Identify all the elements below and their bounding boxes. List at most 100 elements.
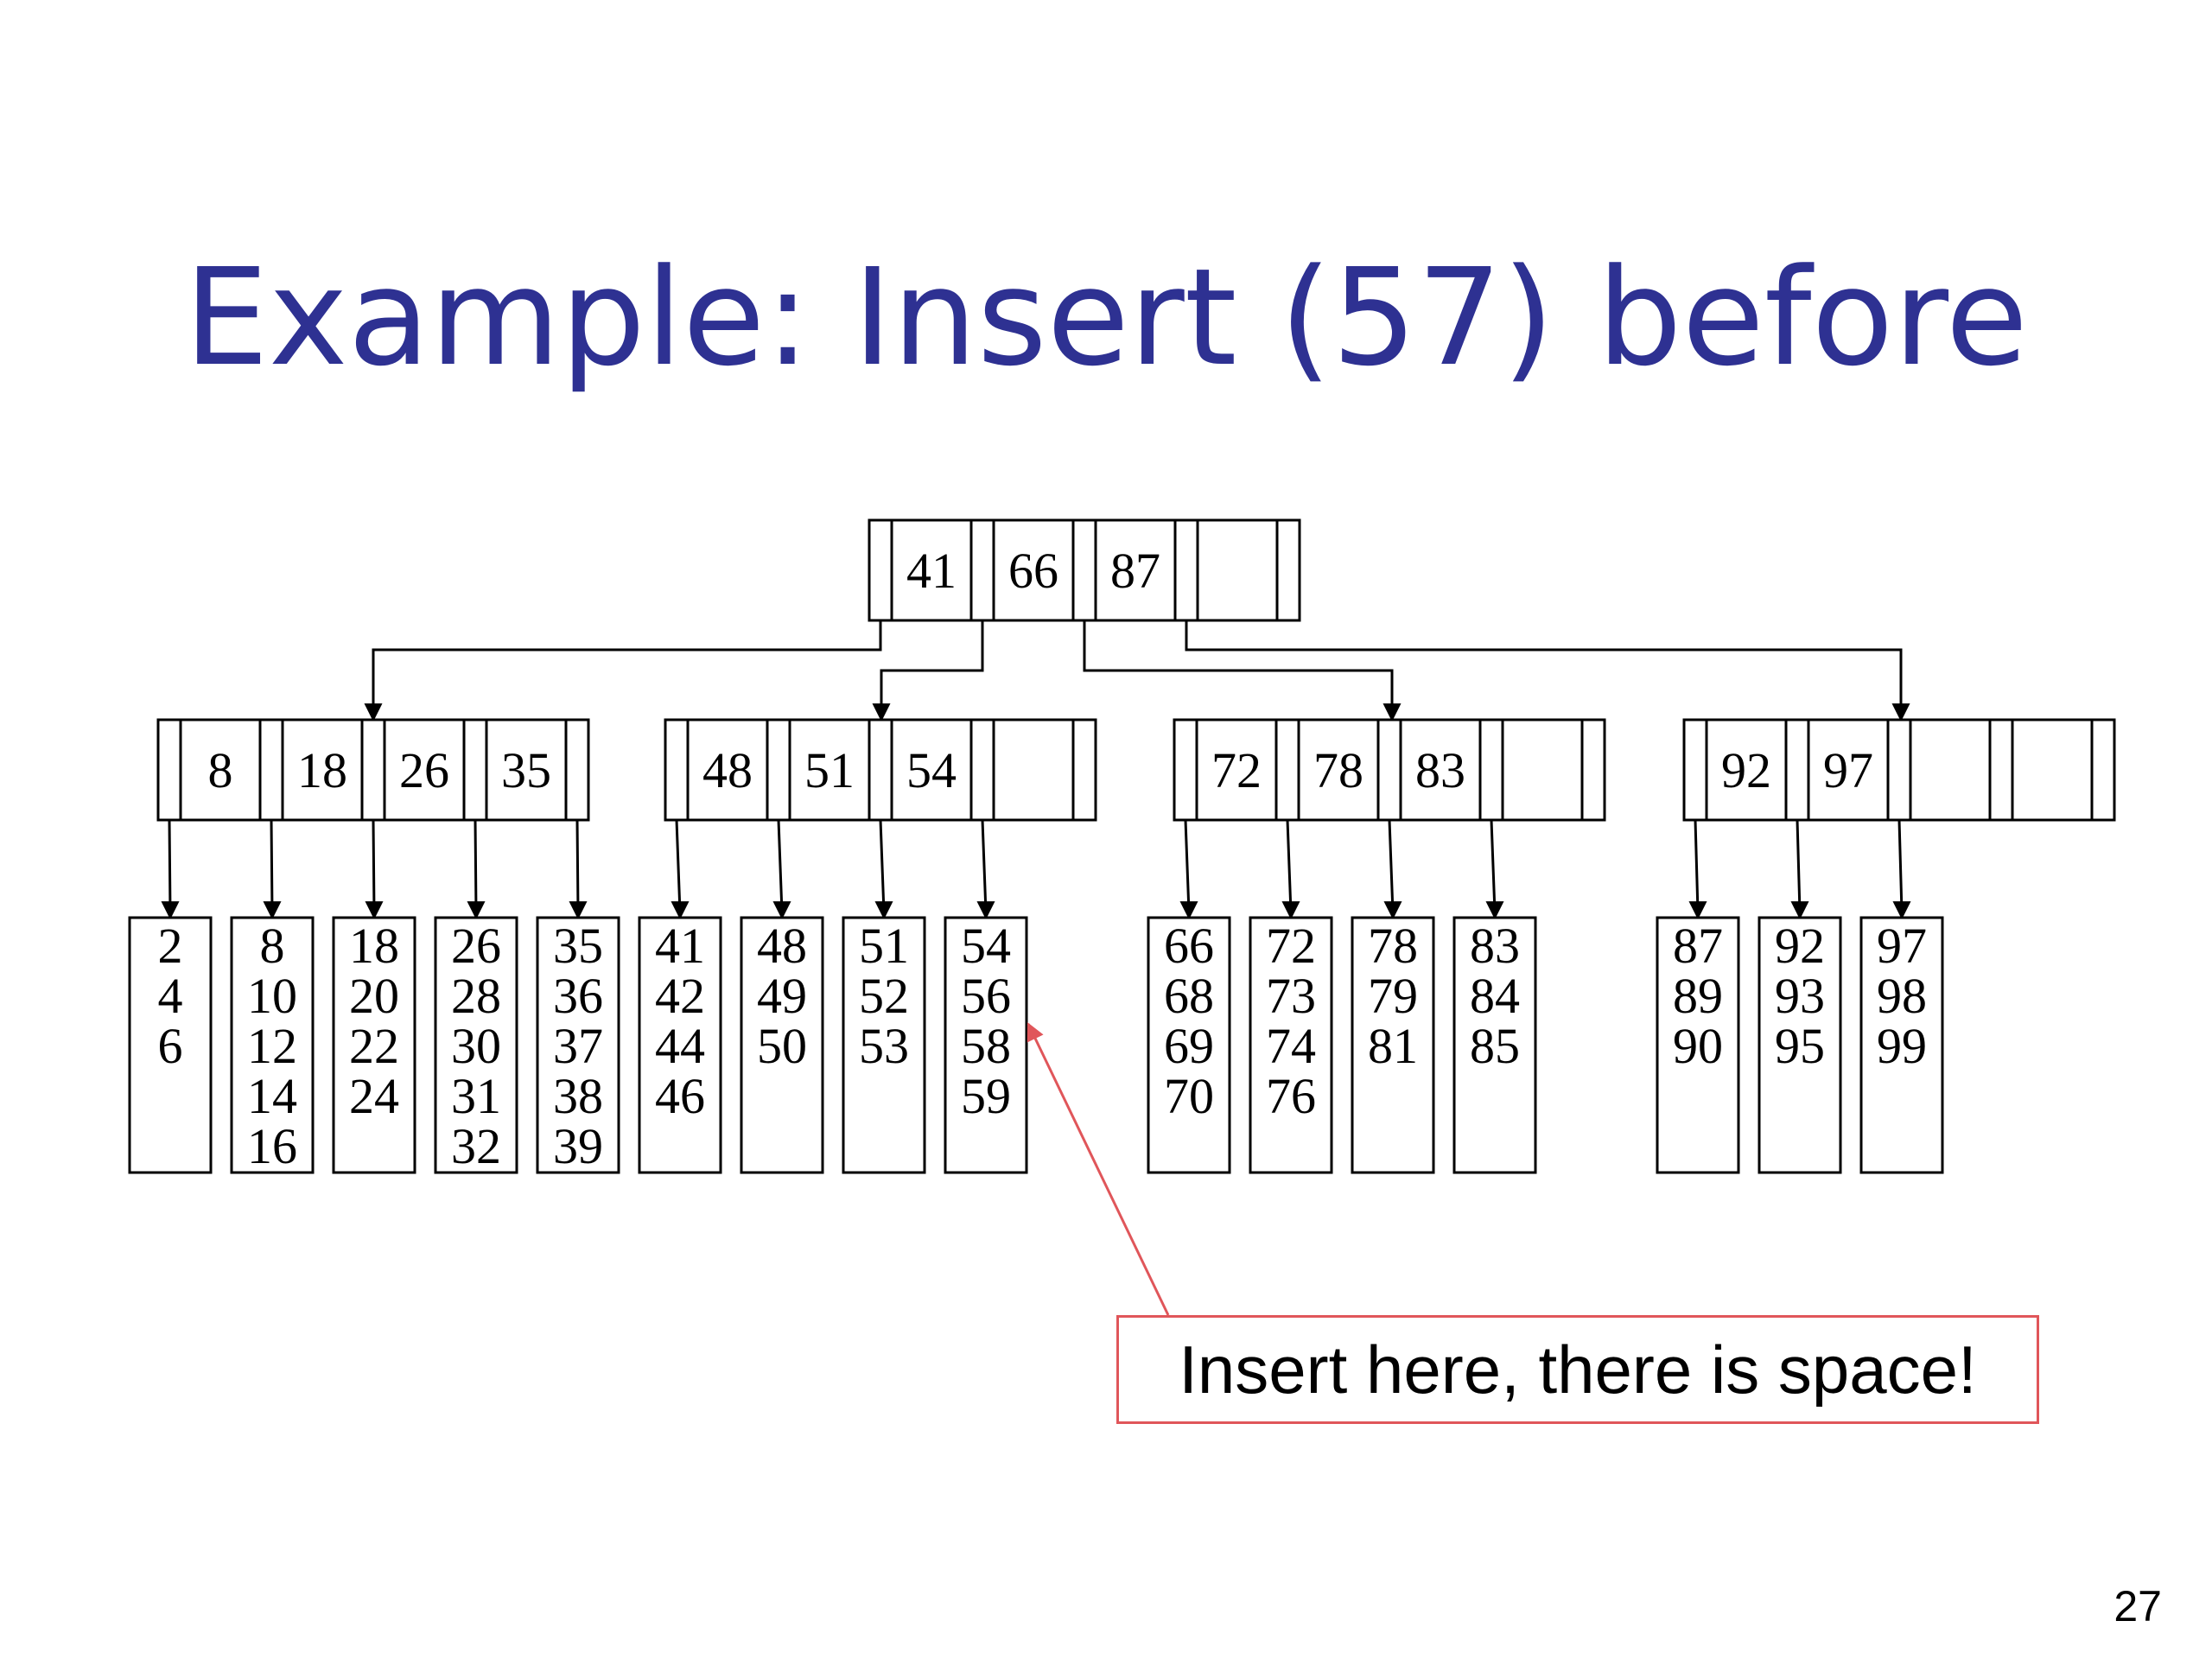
annotation-arrow: [1027, 1022, 1170, 1316]
leaf-key: 69: [1164, 1018, 1214, 1074]
leaf-frame: [128, 916, 213, 1174]
internal-node-4: 92 97: [1682, 718, 2116, 822]
internal-node-2: 48 51 54: [664, 718, 1097, 822]
node-key: 41: [906, 543, 957, 599]
internal-node-4-frame: [1682, 718, 2116, 822]
leaf-frame: [1351, 916, 1435, 1174]
leaf-key: 81: [1368, 1018, 1418, 1074]
leaf-node-1: 246: [128, 916, 213, 1174]
leaf-key: 42: [655, 968, 705, 1024]
leaf-key: 6: [158, 1018, 183, 1074]
leaf-key: 2: [158, 918, 183, 974]
leaf-key: 14: [247, 1068, 297, 1124]
leaf-frame: [230, 916, 315, 1174]
node-key: 8: [208, 742, 233, 798]
leaf-key: 89: [1673, 968, 1723, 1024]
leaf-key: 41: [655, 918, 705, 974]
leaf-key: 99: [1877, 1018, 1927, 1074]
leaf-key: 85: [1470, 1018, 1520, 1074]
leaf-key: 78: [1368, 918, 1418, 974]
leaf-key: 68: [1164, 968, 1214, 1024]
leaf-key: 66: [1164, 918, 1214, 974]
leaf-key: 51: [859, 918, 909, 974]
leaf-key: 37: [553, 1018, 603, 1074]
leaf-frame: [332, 916, 416, 1174]
leaf-key: 92: [1775, 918, 1825, 974]
leaf-key: 12: [247, 1018, 297, 1074]
leaf-key: 39: [553, 1118, 603, 1174]
leaf-key: 38: [553, 1068, 603, 1124]
leaf-key: 8: [260, 918, 285, 974]
root-edge-1: [364, 570, 882, 722]
leaf-frame: [1859, 916, 1944, 1174]
node-key: 51: [804, 742, 855, 798]
leaf-key: 36: [553, 968, 603, 1024]
leaf-key: 31: [451, 1068, 501, 1124]
leaf-key: 70: [1164, 1068, 1214, 1124]
leaf-frame: [1249, 916, 1333, 1174]
leaf-key: 76: [1266, 1068, 1316, 1124]
leaf-key: 90: [1673, 1018, 1723, 1074]
leaf-key: 98: [1877, 968, 1927, 1024]
leaf-key: 56: [961, 968, 1011, 1024]
leaf-key: 46: [655, 1068, 705, 1124]
node-key: 48: [702, 742, 753, 798]
leaf-key: 72: [1266, 918, 1316, 974]
leaf-key: 52: [859, 968, 909, 1024]
leaf-key: 87: [1673, 918, 1723, 974]
leaf-key: 30: [451, 1018, 501, 1074]
node-key: 87: [1110, 543, 1160, 599]
leaf-key: 22: [349, 1018, 399, 1074]
leaf-key: 97: [1877, 918, 1927, 974]
leaf-key: 32: [451, 1118, 501, 1174]
leaf-key: 48: [757, 918, 807, 974]
node-key: 26: [399, 742, 449, 798]
node-key: 92: [1721, 742, 1771, 798]
leaf-key: 95: [1775, 1018, 1825, 1074]
leaf-key: 74: [1266, 1018, 1316, 1074]
leaf-key: 24: [349, 1068, 399, 1124]
leaf-key: 4: [158, 968, 183, 1024]
internal-node-3-frame: [1173, 718, 1606, 822]
node-key: 72: [1211, 742, 1262, 798]
leaf-key: 44: [655, 1018, 705, 1074]
node-key: 54: [906, 742, 957, 798]
root-node-frame: [868, 518, 1301, 622]
leaf-frame: [944, 916, 1028, 1174]
leaf-key: 58: [961, 1018, 1011, 1074]
node-key: 97: [1823, 742, 1873, 798]
leaf-key: 26: [451, 918, 501, 974]
leaf-key: 16: [247, 1118, 297, 1174]
node-key: 83: [1415, 742, 1465, 798]
leaf-key: 50: [757, 1018, 807, 1074]
leaf-frame: [434, 916, 518, 1174]
node-key: 18: [297, 742, 347, 798]
internal-node-1-frame: [156, 718, 590, 822]
leaf-frame: [1147, 916, 1231, 1174]
slide-title: Example: Insert (57) before: [183, 239, 2029, 396]
leaf-key: 83: [1470, 918, 1520, 974]
leaf-key: 53: [859, 1018, 909, 1074]
leaf-key: 73: [1266, 968, 1316, 1024]
leaf-frame: [1758, 916, 1842, 1174]
annotation-callout: Insert here, there is space!: [1116, 1315, 2039, 1424]
leaf-key: 18: [349, 918, 399, 974]
leaf-frame: [1452, 916, 1537, 1174]
leaf-key: 79: [1368, 968, 1418, 1024]
leaf-key: 35: [553, 918, 603, 974]
